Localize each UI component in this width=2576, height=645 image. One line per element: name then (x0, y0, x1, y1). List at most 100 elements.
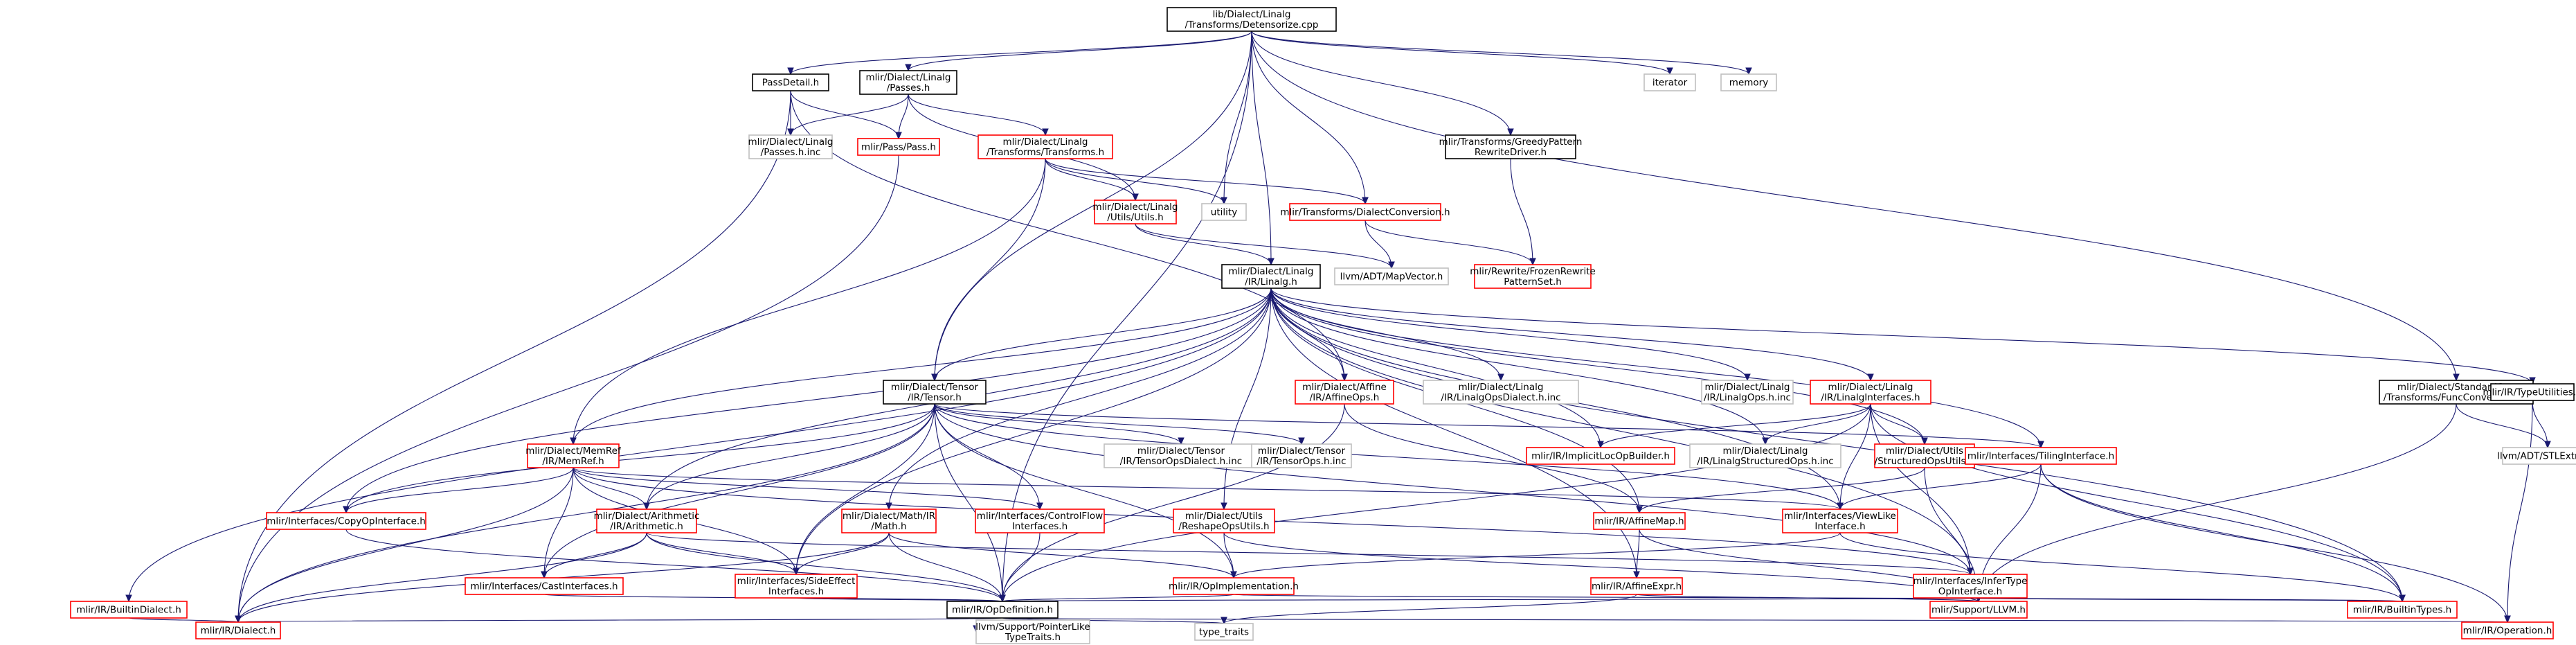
edge-linalg_utils-to-mapvector (1135, 223, 1392, 269)
node-funcconversions-label-0: mlir/Dialect/StandardOps (2397, 382, 2515, 393)
arrowhead-root-to-linalg_passes (905, 64, 912, 72)
edge-funcconversions-to-stlextras (2456, 403, 2548, 448)
node-controlflow-label-0: mlir/Interfaces/ControlFlow (977, 511, 1103, 522)
node-type_traits-box (1194, 623, 1254, 641)
node-linalgstructured_inc-box (1689, 443, 1841, 468)
node-dialect-label-0: mlir/IR/Dialect.h (201, 626, 276, 637)
node-memref[interactable]: mlir/Dialect/MemRef/IR/MemRef.h (525, 443, 622, 468)
node-memref-label-1: /IR/MemRef.h (542, 456, 604, 467)
node-linalgopsdialect_inc-label-1: /IR/LinalgOpsDialect.h.inc (1441, 392, 1560, 403)
edge-infertype-to-builtintypes (1970, 597, 2403, 602)
node-tilinginterface[interactable]: mlir/Interfaces/TilingInterface.h (1965, 447, 2117, 465)
node-linalg_ir[interactable]: mlir/Dialect/Linalg/IR/Linalg.h (1221, 264, 1321, 289)
arrowhead-root-to-iterator (1666, 67, 1673, 76)
node-pointerlike-label-1: TypeTraits.h (1005, 632, 1061, 643)
node-iterator: iterator (1643, 73, 1696, 91)
node-linalginterfaces[interactable]: mlir/Dialect/Linalg/IR/LinalgInterfaces.… (1810, 380, 1931, 405)
edge-linalg_ir-to-tilinginterface (1270, 288, 2042, 448)
edge-pass_h-to-dialect (237, 154, 899, 623)
arrowhead-linalg_transforms-to-dialect_conversion (1362, 197, 1369, 205)
node-math-label-0: mlir/Dialect/Math/IR (843, 511, 935, 522)
node-arithmetic[interactable]: mlir/Dialect/Arithmetic/IR/Arithmetic.h (594, 509, 700, 533)
node-greedy-label-1: RewriteDriver.h (1475, 147, 1547, 158)
node-tensor[interactable]: mlir/Dialect/Tensor/IR/Tensor.h (883, 380, 987, 405)
arrowhead-linalg_ir-to-affineops (1341, 373, 1348, 382)
node-linalgopsdialect_inc-label-0: mlir/Dialect/Linalg (1459, 382, 1544, 393)
node-affineops[interactable]: mlir/Dialect/Affine/IR/AffineOps.h (1295, 380, 1394, 405)
node-controlflow-box (975, 509, 1105, 533)
node-opdefinition-label-0: mlir/IR/OpDefinition.h (952, 605, 1053, 616)
edge-linalginterfaces-to-implicitloc (1600, 403, 1871, 448)
edge-tilinginterface-to-operation (2040, 463, 2508, 623)
edge-arithmetic-to-opdefinition (646, 532, 1003, 602)
node-pass_h-label-0: mlir/Pass/Pass.h (861, 142, 936, 153)
node-greedy[interactable]: mlir/Transforms/GreedyPatternRewriteDriv… (1439, 134, 1583, 159)
edge-arithmetic-to-infertype (646, 532, 1971, 575)
node-supportllvm[interactable]: mlir/Support/LLVM.h (1929, 601, 2028, 619)
node-arithmetic-box (596, 509, 697, 533)
edge-affineexpr-to-type_traits (1223, 594, 1637, 624)
node-linalgstructured_inc-label-1: /IR/LinalgStructuredOps.h.inc (1697, 456, 1833, 467)
edge-linalg_ir-to-linalginterfaces (1270, 288, 1871, 381)
edge-opdefinition-to-operation (1002, 617, 2508, 623)
node-memref-box (527, 443, 620, 468)
node-reshapeops-label-1: /ReshapeOpsUtils.h (1178, 521, 1269, 532)
edge-tilinginterface-to-viewlike (1839, 463, 2042, 510)
node-stlextras: llvm/ADT/STLExtras.h (2497, 447, 2576, 465)
node-affineexpr-box (1590, 577, 1683, 595)
node-affineexpr[interactable]: mlir/IR/AffineExpr.h (1590, 577, 1683, 595)
node-dialect[interactable]: mlir/IR/Dialect.h (195, 621, 281, 639)
arrowhead-memref-to-controlflow (1036, 502, 1043, 511)
arrowhead-tensor-to-tensorops_inc (1298, 437, 1305, 445)
arrowhead-linalg_ir-to-linalginterfaces (1867, 373, 1874, 382)
node-affinemap[interactable]: mlir/IR/AffineMap.h (1593, 512, 1686, 530)
node-reshapeops[interactable]: mlir/Dialect/Utils/ReshapeOpsUtils.h (1173, 509, 1275, 533)
arrowhead-tensor-to-tilinginterface (2037, 441, 2044, 449)
arrowhead-opdefinition-to-operation (2504, 615, 2511, 624)
arrowhead-memref-to-copyop (343, 506, 350, 514)
edge-tensor-to-dialect (237, 403, 935, 623)
edge-linalg_transforms-to-memref (573, 158, 1046, 445)
node-math[interactable]: mlir/Dialect/Math/IR/Math.h (841, 509, 937, 533)
node-iterator-label-0: iterator (1652, 78, 1688, 89)
edge-linalg_transforms-to-tensor (934, 158, 1046, 381)
node-copyop[interactable]: mlir/Interfaces/CopyOpInterface.h (266, 512, 426, 530)
edge-tensor-to-controlflow (934, 403, 1041, 510)
node-builtindialect[interactable]: mlir/IR/BuiltinDialect.h (70, 601, 188, 619)
node-pass_h[interactable]: mlir/Pass/Pass.h (857, 138, 940, 156)
edge-linalg_ir-to-typeutilities (1270, 288, 2533, 385)
node-math-box (841, 509, 937, 533)
node-linalg_utils-box (1094, 200, 1177, 224)
edge-root-to-linalg_passes (908, 30, 1252, 71)
edge-tensor-to-arithmetic (646, 403, 935, 510)
node-builtintypes[interactable]: mlir/IR/BuiltinTypes.h (2347, 601, 2458, 619)
node-linalg_utils[interactable]: mlir/Dialect/Linalg/Utils/Utils.h (1093, 200, 1178, 224)
edge-affineops-to-affinemap (1344, 403, 1640, 513)
node-typeutilities[interactable]: mlir/IR/TypeUtilities.h (2483, 383, 2576, 401)
edge-math-to-opimpl (888, 532, 1234, 578)
node-implicitloc[interactable]: mlir/IR/ImplicitLocOpBuilder.h (1526, 447, 1675, 465)
node-root-label-0: lib/Dialect/Linalg (1213, 9, 1291, 20)
node-linalg_passes[interactable]: mlir/Dialect/Linalg/Passes.h (859, 70, 957, 95)
node-opdefinition[interactable]: mlir/IR/OpDefinition.h (946, 601, 1059, 619)
node-dialect_conversion[interactable]: mlir/Transforms/DialectConversion.h (1280, 203, 1450, 221)
node-linalg_transforms[interactable]: mlir/Dialect/Linalg/Transforms/Transform… (978, 134, 1113, 159)
node-operation[interactable]: mlir/IR/Operation.h (2461, 621, 2554, 639)
edge-typeutilities-to-stlextras (2532, 400, 2548, 448)
node-passdetail[interactable]: PassDetail.h (752, 73, 829, 91)
node-linalgstructured_inc-label-0: mlir/Dialect/Linalg (1723, 445, 1808, 457)
node-structuredopsutils[interactable]: mlir/Dialect/Utils/StructuredOpsUtils.h (1874, 443, 1975, 468)
node-memory: memory (1720, 73, 1777, 91)
arrowhead-linalg_ir-to-reshapeops (1221, 502, 1227, 511)
edge-math-to-sideeffect (795, 532, 890, 575)
node-opimpl[interactable]: mlir/IR/OpImplementation.h (1169, 577, 1299, 595)
node-operation-box (2461, 621, 2554, 639)
node-castinterfaces[interactable]: mlir/Interfaces/CastInterfaces.h (465, 577, 624, 595)
node-operation-label-0: mlir/IR/Operation.h (2463, 626, 2552, 637)
edge-controlflow-to-opdefinition (1002, 532, 1041, 602)
